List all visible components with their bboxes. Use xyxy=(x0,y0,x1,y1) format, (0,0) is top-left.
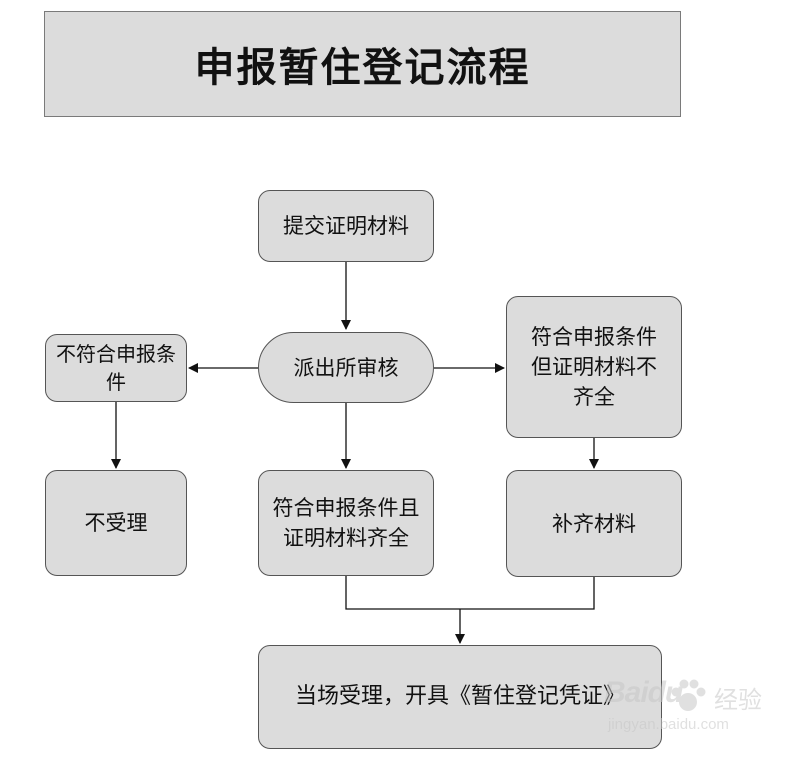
node-qualified-incomplete: 符合申报条件但证明材料不齐全 xyxy=(506,296,682,438)
merge-line xyxy=(345,576,595,610)
watermark-url: jingyan.baidu.com xyxy=(608,716,729,733)
node-not-qualified-label: 不符合申报条件 xyxy=(56,342,176,394)
node-rejected: 不受理 xyxy=(45,470,187,576)
node-supplement-label: 补齐材料 xyxy=(552,511,636,536)
node-supplement: 补齐材料 xyxy=(506,470,682,577)
node-qualified-complete-label: 符合申报条件且证明材料齐全 xyxy=(272,496,420,550)
watermark-logo-text: Baidu xyxy=(604,676,683,709)
watermark-cn-text: 经验 xyxy=(714,686,762,714)
title-box: 申报暂住登记流程 xyxy=(44,11,681,117)
node-qualified-complete: 符合申报条件且证明材料齐全 xyxy=(258,470,434,576)
node-not-qualified: 不符合申报条件 xyxy=(45,334,187,402)
node-submit-label: 提交证明材料 xyxy=(283,214,409,238)
node-review-label: 派出所审核 xyxy=(293,355,399,380)
node-qualified-incomplete-label: 符合申报条件但证明材料不齐全 xyxy=(531,325,657,409)
node-accept: 当场受理，开具《暂住登记凭证》 xyxy=(258,645,662,749)
node-accept-label: 当场受理，开具《暂住登记凭证》 xyxy=(294,684,625,709)
page-title: 申报暂住登记流程 xyxy=(194,45,531,91)
paw-icon xyxy=(671,679,706,711)
node-submit-materials: 提交证明材料 xyxy=(258,190,434,262)
node-rejected-label: 不受理 xyxy=(84,511,148,535)
node-police-review: 派出所审核 xyxy=(258,332,434,403)
baidu-watermark: Baidu 经验 jingyan.baidu.com xyxy=(604,676,784,736)
